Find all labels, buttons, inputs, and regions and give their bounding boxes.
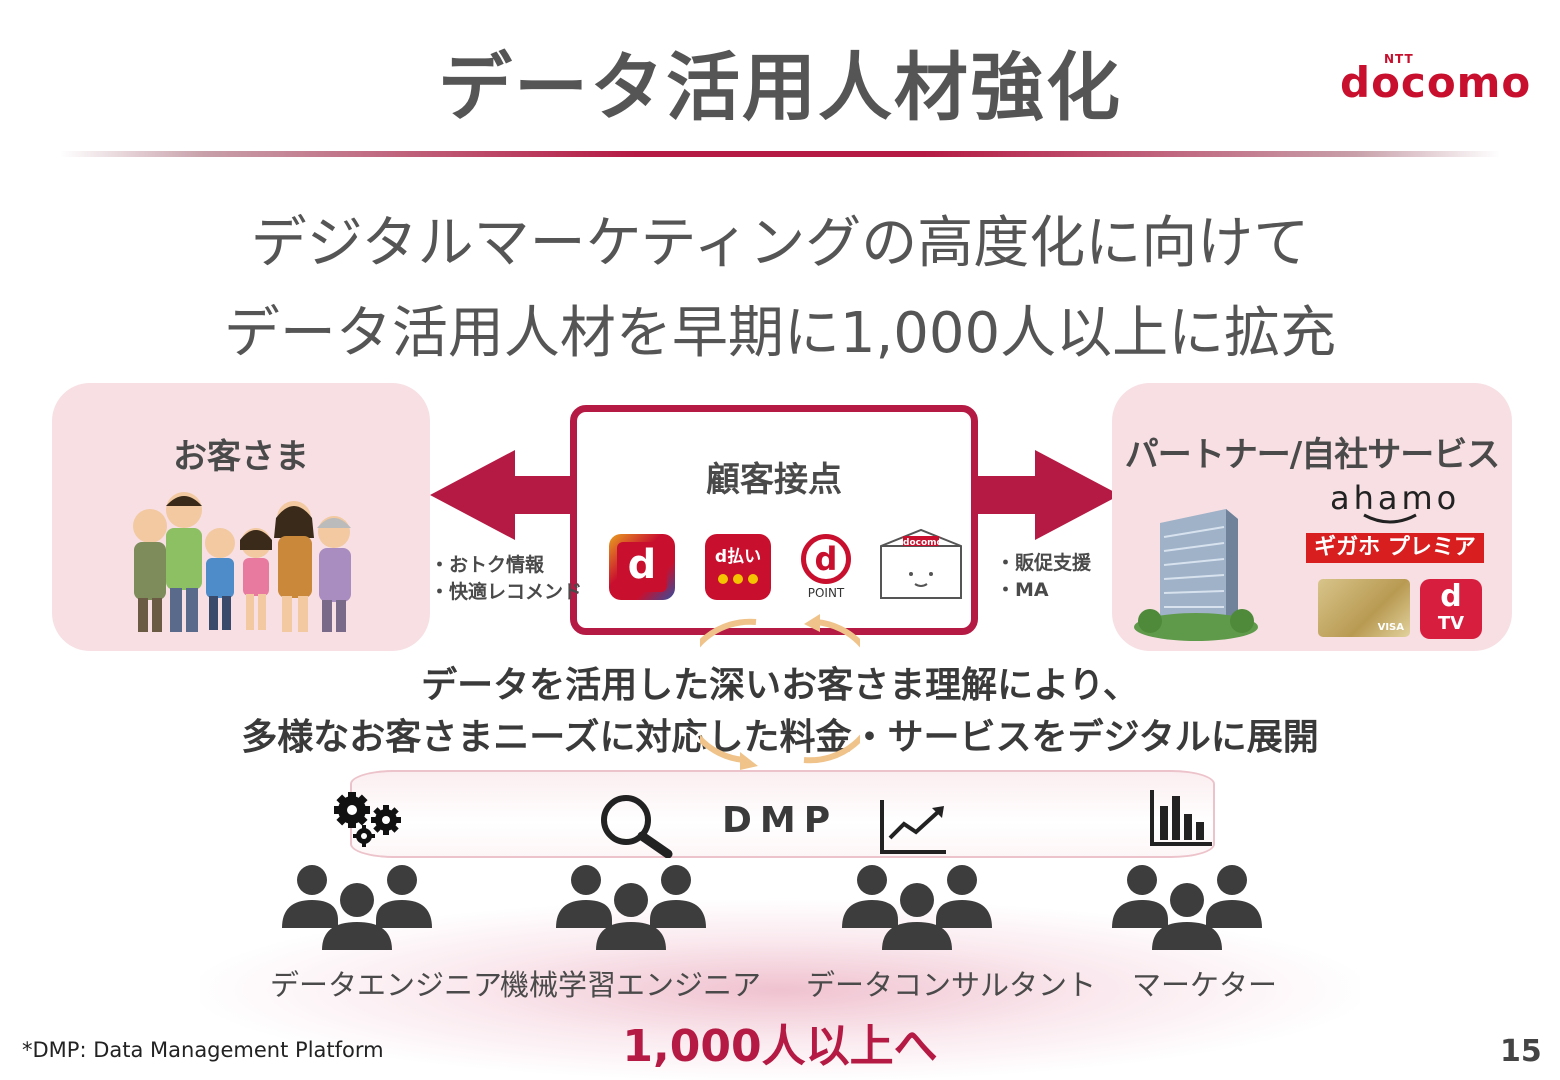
office-building-icon — [1134, 509, 1258, 641]
key-statement: データを活用した深いお客さま理解により、 多様なお客さまニーズに対応した料金・サ… — [241, 665, 1319, 758]
people-group-icon — [282, 865, 432, 950]
d-card-gold-icon: VISA — [1318, 579, 1410, 637]
d-barai-icon: d払い — [705, 534, 771, 600]
customer-touchpoints-box: 顧客接点 d d払い d POINT docomo — [570, 405, 978, 635]
d-tv-icon: d TV — [1420, 579, 1482, 639]
logo-docomo-text: docomo — [1340, 58, 1532, 107]
customers-label: お客さま — [173, 437, 309, 477]
d-point-icon: d POINT — [791, 534, 861, 600]
ahamo-smile-icon — [1363, 513, 1417, 524]
lead-line-1: デジタルマーケティングの高度化に向けて — [250, 211, 1310, 276]
role-label-ml-engineer: 機械学習エンジニア — [500, 968, 762, 1002]
role-label-data-engineer: データエンジニア — [270, 968, 503, 1002]
people-group-icon — [842, 865, 992, 950]
partners-box: パートナー/自社サービス ahamo ギガホ プレミア VISA d TV — [1112, 383, 1512, 651]
logo-ntt-text: NTT — [1384, 52, 1414, 66]
touchpoints-label: 顧客接点 — [706, 460, 842, 500]
people-group-icon — [1112, 865, 1262, 950]
dmp-label: DMP — [722, 800, 839, 841]
partners-label: パートナー/自社サービス — [1124, 435, 1500, 475]
giga-premier-logo: ギガホ プレミア — [1306, 533, 1484, 563]
docomo-logo: NTT docomo — [1340, 52, 1550, 112]
cycle-arrows-icon — [700, 614, 860, 770]
magnifier-icon — [601, 795, 673, 858]
people-group-icon — [556, 865, 706, 950]
gears-icon — [334, 792, 401, 847]
docomo-shop-label: docomo — [903, 538, 943, 548]
goal-text: 1,000人以上へ — [622, 1021, 938, 1072]
lead-line-2: データ活用人材を早期に1,000人以上に拡充 — [223, 301, 1337, 366]
note-right: ・販促支援 ・MA — [996, 552, 1092, 601]
role-label-data-consultant: データコンサルタント — [806, 968, 1097, 1002]
page-title: データ活用人材強化 — [438, 45, 1122, 131]
d-menu-icon: d — [609, 534, 675, 600]
page-number: 15 — [1500, 1034, 1542, 1069]
customers-box: お客さま — [52, 383, 430, 651]
ahamo-logo: ahamo — [1330, 479, 1461, 517]
role-label-marketer: マーケター — [1132, 968, 1278, 1002]
note-left: ・おトク情報 ・快適レコメンド — [430, 554, 583, 603]
docomo-shop-icon — [880, 528, 962, 599]
bar-chart-icon — [1150, 790, 1212, 846]
family-illustration-icon — [133, 492, 351, 632]
line-chart-icon — [880, 800, 946, 854]
footnote: *DMP: Data Management Platform — [22, 1038, 384, 1062]
title-underline — [60, 151, 1500, 157]
dmp-band — [350, 770, 1215, 858]
